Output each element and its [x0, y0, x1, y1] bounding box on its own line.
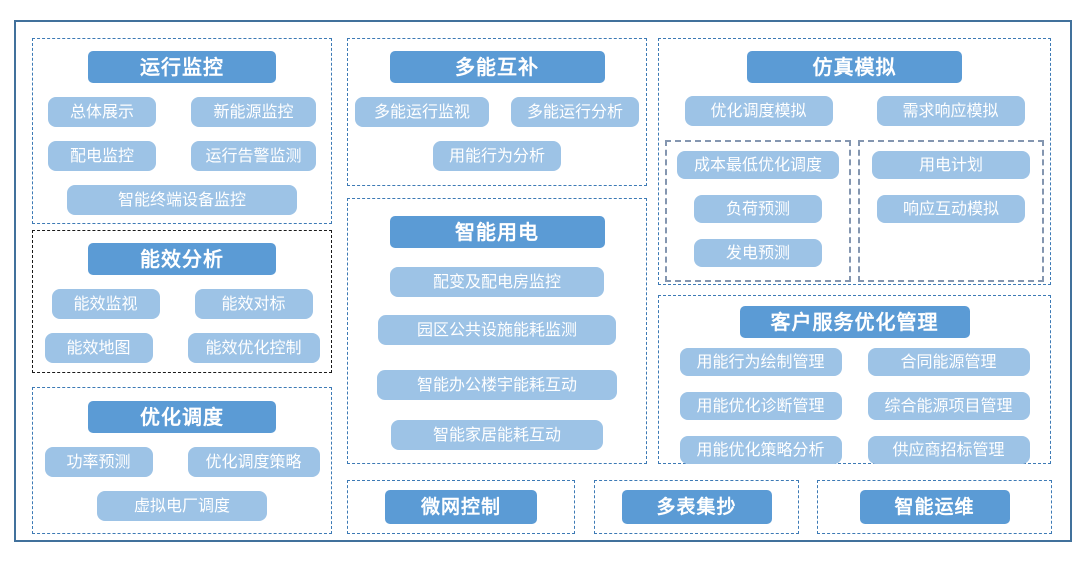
module-item: 发电预测	[694, 239, 822, 267]
module-item: 用能行为分析	[433, 141, 561, 171]
panel-smart-om: 智能运维	[817, 480, 1052, 534]
module-item: 供应商招标管理	[867, 436, 1030, 464]
module-item: 智能终端设备监控	[67, 185, 297, 215]
module-item: 能效对标	[194, 289, 313, 319]
module-item: 智能家居能耗互动	[391, 420, 603, 450]
module-item: 多能运行监视	[355, 97, 489, 127]
module-item: 用能优化诊断管理	[679, 392, 842, 420]
module-item: 园区公共设施能耗监测	[378, 315, 616, 345]
panel-title-operation-monitoring: 运行监控	[88, 51, 276, 83]
panel-optimal-dispatch: 优化调度 功率预测 优化调度策略 虚拟电厂调度	[32, 387, 332, 534]
module-item: 功率预测	[44, 447, 153, 477]
module-item: 配变及配电房监控	[390, 267, 604, 297]
module-item: 优化调度模拟	[684, 96, 833, 126]
module-item: 综合能源项目管理	[867, 392, 1030, 420]
panel-simulation: 仿真模拟 优化调度模拟 需求响应模拟 成本最低优化调度 负荷预测 发电预测 用电…	[658, 38, 1051, 285]
panel-title-microgrid-control: 微网控制	[385, 490, 537, 524]
panel-title-smart-om: 智能运维	[859, 490, 1010, 524]
module-item: 运行告警监测	[191, 141, 316, 171]
customer-service-grid: 用能行为绘制管理 合同能源管理 用能优化诊断管理 综合能源项目管理 用能优化策略…	[679, 348, 1030, 464]
panel-multi-energy: 多能互补 多能运行监视 多能运行分析 用能行为分析	[347, 38, 647, 186]
module-item: 合同能源管理	[867, 348, 1030, 376]
row: 功率预测 优化调度策略	[44, 447, 320, 477]
module-item: 用能行为绘制管理	[679, 348, 842, 376]
panel-title-multi-energy: 多能互补	[389, 51, 605, 83]
panel-microgrid-control: 微网控制	[347, 480, 575, 534]
panel-title-smart-power: 智能用电	[389, 216, 605, 248]
module-item: 新能源监控	[191, 97, 316, 127]
module-item: 多能运行分析	[511, 97, 639, 127]
subpanel-dispatch-simulation: 成本最低优化调度 负荷预测 发电预测	[665, 140, 851, 282]
panel-title-energy-efficiency: 能效分析	[88, 243, 276, 275]
module-item: 能效优化控制	[187, 333, 320, 363]
module-item: 总体展示	[48, 97, 156, 127]
diagram-frame: 运行监控 总体展示 新能源监控 配电监控 运行告警监测 智能终端设备监控 能效分…	[14, 20, 1072, 542]
row: 能效地图 能效优化控制	[44, 333, 320, 363]
panel-operation-monitoring: 运行监控 总体展示 新能源监控 配电监控 运行告警监测 智能终端设备监控	[32, 38, 332, 224]
row: 优化调度模拟 需求响应模拟	[684, 96, 1025, 126]
row: 用能行为分析	[433, 141, 561, 171]
panel-title-customer-service: 客户服务优化管理	[739, 306, 970, 338]
panel-multi-meter-reading: 多表集抄	[594, 480, 799, 534]
module-item: 能效地图	[44, 333, 153, 363]
panel-customer-service: 客户服务优化管理 用能行为绘制管理 合同能源管理 用能优化诊断管理 综合能源项目…	[658, 295, 1051, 464]
simulation-subgroups: 成本最低优化调度 负荷预测 发电预测 用电计划 响应互动模拟	[659, 140, 1050, 282]
panel-title-simulation: 仿真模拟	[747, 51, 962, 83]
module-item: 响应互动模拟	[877, 195, 1025, 223]
row: 总体展示 新能源监控	[48, 97, 316, 127]
panel-energy-efficiency: 能效分析 能效监视 能效对标 能效地图 能效优化控制	[32, 230, 332, 373]
module-item: 智能办公楼宇能耗互动	[377, 370, 617, 400]
module-item: 成本最低优化调度	[677, 151, 839, 179]
module-item: 虚拟电厂调度	[97, 491, 267, 521]
panel-title-optimal-dispatch: 优化调度	[88, 401, 276, 433]
module-item: 需求响应模拟	[876, 96, 1025, 126]
row: 智能终端设备监控	[67, 185, 297, 215]
module-item: 用电计划	[872, 151, 1030, 179]
module-item: 优化调度策略	[187, 447, 320, 477]
module-item: 负荷预测	[694, 195, 822, 223]
row: 虚拟电厂调度	[97, 491, 267, 521]
module-item: 能效监视	[51, 289, 160, 319]
row: 多能运行监视 多能运行分析	[355, 97, 639, 127]
panel-smart-power: 智能用电 配变及配电房监控 园区公共设施能耗监测 智能办公楼宇能耗互动 智能家居…	[347, 198, 647, 464]
row: 能效监视 能效对标	[51, 289, 313, 319]
module-item: 用能优化策略分析	[679, 436, 842, 464]
panel-title-multi-meter-reading: 多表集抄	[621, 490, 772, 524]
row: 配电监控 运行告警监测	[48, 141, 316, 171]
module-item: 配电监控	[48, 141, 156, 171]
subpanel-response-simulation: 用电计划 响应互动模拟	[858, 140, 1044, 282]
